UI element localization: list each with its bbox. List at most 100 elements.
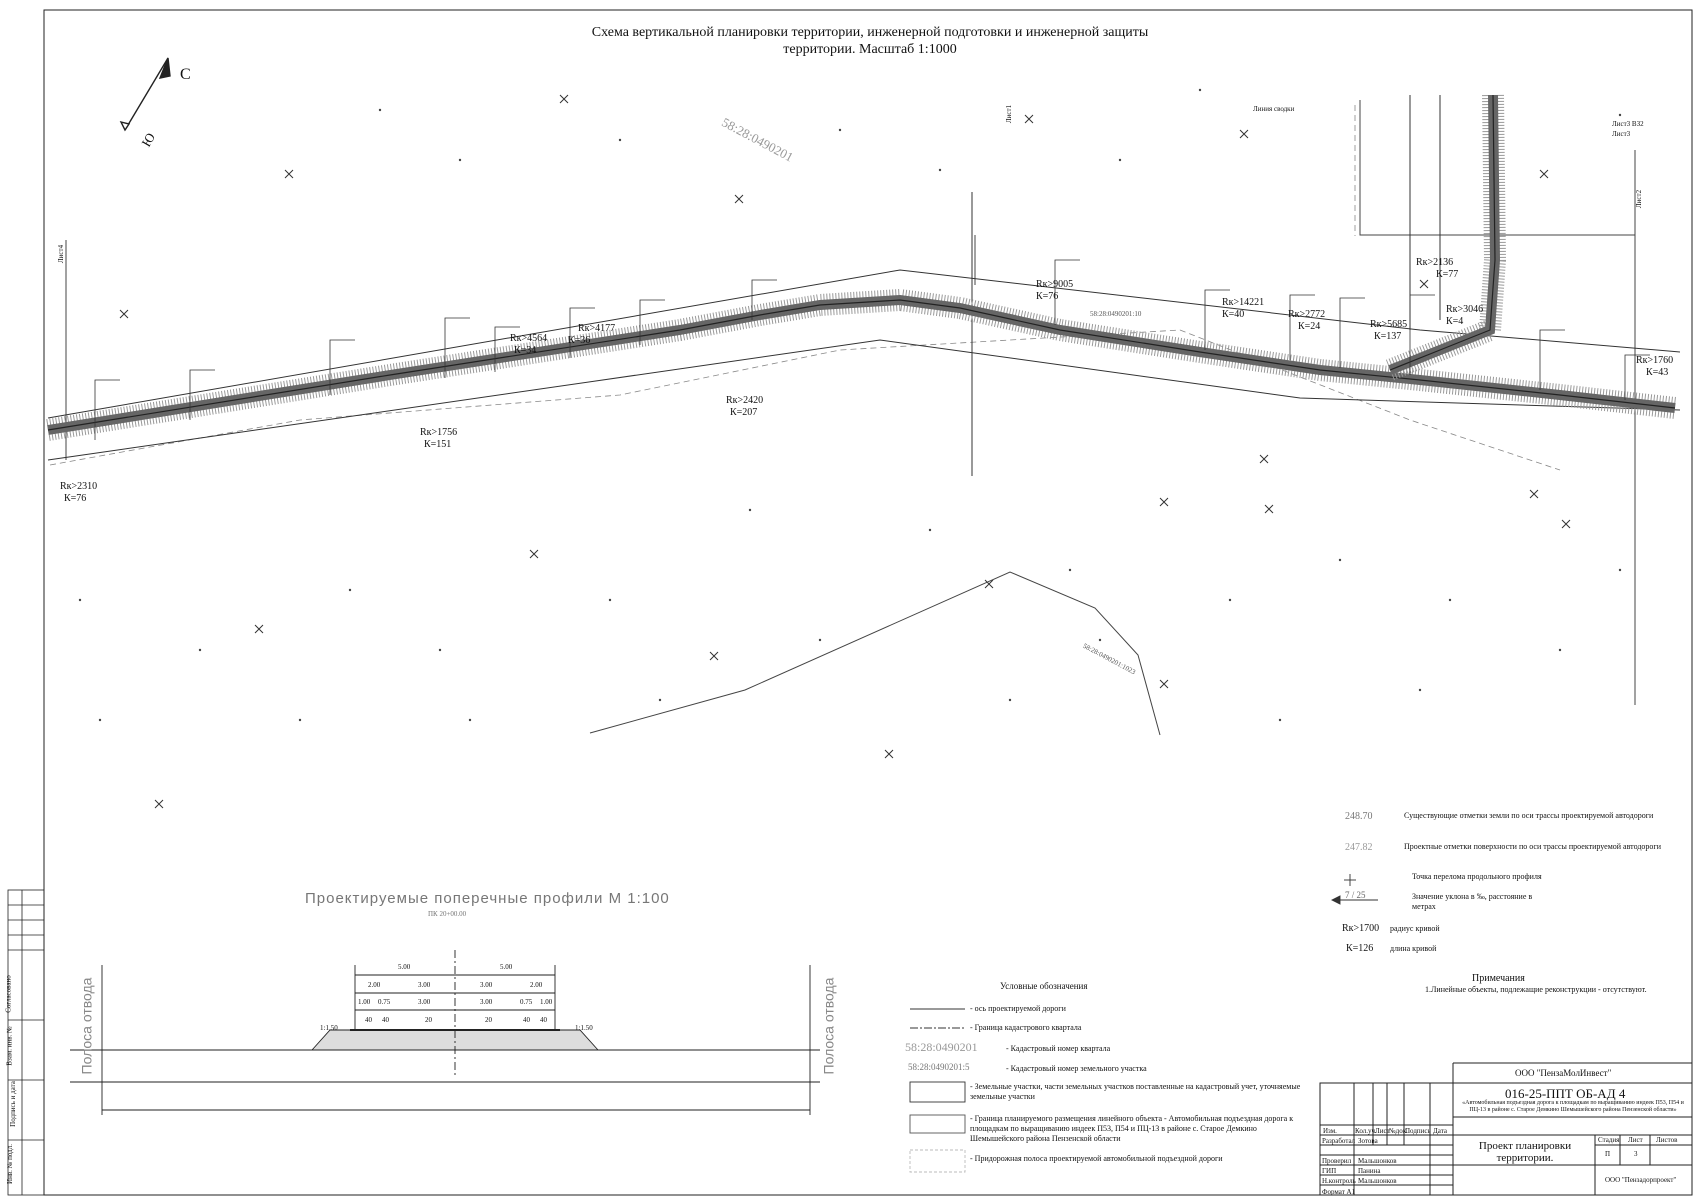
stamp-role: ГИП (1322, 1167, 1337, 1175)
stamp-object: «Автомобильная подъездная дорога к площа… (1462, 1100, 1684, 1113)
curve-radius: Rк>1756 (420, 427, 458, 438)
curve-length: К=36 (568, 335, 591, 346)
dim-mid: 2.00 (530, 981, 543, 989)
sheet-link-2[interactable]: Лист2 (1635, 189, 1644, 209)
curve-radius: Rк>4564 (510, 333, 548, 344)
curve-radius: Rк>4177 (578, 323, 616, 334)
curve-length: К=207 (730, 407, 758, 418)
stamp-role: Проверил (1322, 1157, 1352, 1165)
cadastral-dashed (49, 105, 1561, 471)
elevation-dots (78, 88, 1622, 722)
dim-top-left: 5.00 (398, 963, 411, 971)
stamp-person: Зотова (1358, 1137, 1378, 1145)
legend-item-parcels: - Земельные участки, части земельных уча… (970, 1082, 1301, 1101)
sheet-link-3-vz2[interactable]: Лист3 ВЗ2 (1612, 120, 1644, 128)
side-stamp-replace: Взам. инв. № (5, 1026, 14, 1066)
stamp-format: Формат А1 (1322, 1188, 1356, 1196)
notes-title: Примечания (1472, 973, 1525, 984)
gradient: 40 (365, 1016, 372, 1024)
gradient: 40 (540, 1016, 547, 1024)
stamp-sheets-label: Листов (1656, 1136, 1678, 1144)
curve-radius: Rк>2772 (1288, 309, 1326, 320)
curve-length: К=43 (1646, 367, 1669, 378)
cross-section-picket: ПК 20+00.00 (428, 910, 467, 918)
dim-mid: 3.00 (418, 981, 431, 989)
curve-length: К=76 (64, 493, 87, 504)
curve-radius: Rк>2136 (1416, 257, 1454, 268)
stamp-frame (1319, 1062, 1693, 1196)
stamp-person: Мальшонков (1358, 1157, 1397, 1165)
dim-low: 0.75 (378, 998, 391, 1006)
legend-sym-length: К=126 (1346, 943, 1374, 954)
stamp-sheet: 3 (1634, 1150, 1638, 1158)
legend-item-roadside: - Придорожная полоса проектируемой автом… (970, 1154, 1223, 1163)
side-stamp-agreed: Согласовано (4, 975, 13, 1013)
stamp-role: Разработал (1322, 1137, 1356, 1145)
planning-boundary (47, 95, 1681, 476)
legend-sym-slope: 7 / 25 (1345, 890, 1366, 900)
cross-section-title: Проектируемые поперечные профили М 1:100 (305, 890, 670, 907)
survey-crosses (119, 94, 1571, 809)
north-arrow-shape (119, 57, 171, 132)
match-line-label: Линия сводки (1253, 105, 1295, 113)
dim-low: 3.00 (480, 998, 493, 1006)
stamp-sheet-title: Проект планировки территории. (1478, 1140, 1572, 1164)
slope-left: 1:1.50 (320, 1024, 338, 1032)
stamp-header: Лист (1375, 1127, 1390, 1135)
curve-length: К=34 (514, 345, 537, 356)
sheet-link-4[interactable]: Лист4 (57, 244, 66, 264)
curve-length: К=4 (1446, 316, 1464, 327)
curve-radius: Rк>3046 (1446, 304, 1484, 315)
curve-radius: Rк>2310 (60, 481, 98, 492)
stamp-code: 016-25-ППТ ОБ-АД 4 (1505, 1086, 1626, 1101)
curve-radius: Rк>14221 (1222, 297, 1265, 308)
curve-length: К=24 (1298, 321, 1321, 332)
legend-text-design: Проектные отметки поверхности по оси тра… (1404, 842, 1661, 851)
legend-text-length: длина кривой (1390, 944, 1437, 953)
side-stamp-inv: Инв. № подл. (5, 1144, 14, 1184)
legend-item-planning-boundary: - Граница планируемого размещения линейн… (970, 1114, 1294, 1143)
stamp-person: Панина (1358, 1167, 1381, 1175)
legend-kvartal-sample: 58:28:0490201 (905, 1040, 978, 1054)
gradient: 20 (485, 1016, 492, 1024)
cadastral-parcel-label-b: 58:28:0490201:10 (1090, 310, 1142, 318)
sheet-frame (43, 9, 1693, 1196)
slope-right: 1:1.50 (575, 1024, 593, 1032)
sheet-link-1[interactable]: Лист1 (1005, 104, 1014, 124)
legend-text-break: Точка перелома продольного профиля (1412, 872, 1542, 881)
right-row-label: Полоса отвода (820, 977, 837, 1075)
side-stamp-grid (7, 889, 45, 1196)
sheet-link-3[interactable]: Лист3 (1612, 130, 1631, 138)
gradient: 40 (523, 1016, 530, 1024)
legend-text-slope: Значение уклона в ‰, расстояние в метрах (1412, 892, 1533, 911)
side-stamp-sign: Подпись и дата (8, 1081, 17, 1127)
legend-text-existing: Существующие отметки земли по оси трассы… (1404, 811, 1654, 820)
stamp-header: Изм. (1323, 1127, 1337, 1135)
legend-sym-radius: Rк>1700 (1342, 923, 1380, 934)
stamp-person: Мальшонков (1358, 1177, 1397, 1185)
notes-text: 1.Линейные объекты, подлежащие реконстру… (1425, 985, 1647, 994)
curve-radius: Rк>1760 (1636, 355, 1674, 366)
gradient: 20 (425, 1016, 432, 1024)
curve-radius: Rк>5685 (1370, 319, 1408, 330)
station-flags (94, 259, 1650, 440)
cadastral-boundaries (65, 100, 1636, 736)
gradient: 40 (382, 1016, 389, 1024)
legend-text-radius: радиус кривой (1390, 924, 1440, 933)
north-label: С (180, 66, 191, 83)
legend-item-parcel-number: - Кадастровый номер земельного участка (1006, 1064, 1147, 1073)
stamp-role: Н.контроль (1322, 1177, 1356, 1185)
curve-length: К=40 (1222, 309, 1245, 320)
dim-low: 0.75 (520, 998, 533, 1006)
legend-symbols (909, 874, 1378, 1173)
curve-length: К=76 (1036, 291, 1059, 302)
stamp-stage-label: Стадия (1598, 1136, 1620, 1144)
dim-mid: 3.00 (480, 981, 493, 989)
curve-length: К=137 (1374, 331, 1402, 342)
curve-radius: Rк>2420 (726, 395, 764, 406)
stamp-stage: П (1605, 1150, 1611, 1158)
curve-length: К=151 (424, 439, 452, 450)
dim-low: 1.00 (540, 998, 553, 1006)
